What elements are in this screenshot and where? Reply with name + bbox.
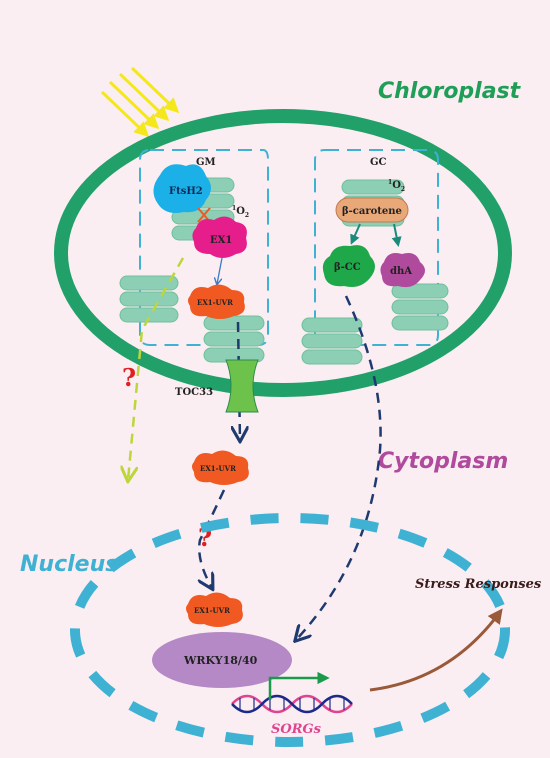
nuclear-envelope xyxy=(70,513,510,747)
ex1-uvr-nucleus: EX1-UVR xyxy=(186,592,243,627)
chloroplast-label: Chloroplast xyxy=(378,79,522,104)
ftsh2-protein: FtsH2 xyxy=(153,164,211,213)
cytoplasm-label: Cytoplasm xyxy=(378,449,508,474)
singlet-oxygen-gm: 1O2 xyxy=(232,205,249,219)
bcc-signal-arrow xyxy=(296,295,382,640)
carotene-to-bcc-arrow xyxy=(350,223,361,245)
thylakoid-stack xyxy=(119,275,179,323)
transcription-start-arrow xyxy=(268,671,330,700)
ex1-cleavage-arrow xyxy=(217,257,223,284)
ex1-label: EX1 xyxy=(210,235,232,246)
dha-label: dhA xyxy=(390,266,412,277)
sorgs-label: SORGs xyxy=(271,722,322,737)
stress-response-arrow xyxy=(369,608,503,692)
toc33-label: TOC33 xyxy=(175,387,213,398)
chloroplast-envelope xyxy=(54,109,512,397)
toc33-protein: TOC33 xyxy=(175,359,259,413)
wrky-protein: WRKY18/40 xyxy=(152,632,292,688)
dha: dhA xyxy=(380,253,425,288)
unknown-mark-cytoplasm: ? xyxy=(122,363,136,392)
ex1-uvr-chloroplast: EX1-UVR xyxy=(188,284,245,319)
ex1-protein: EX1 xyxy=(192,216,247,258)
singlet-oxygen-gc: 1O2 xyxy=(388,179,405,193)
sunlight-rays-icon xyxy=(100,66,180,138)
gc-label: GC xyxy=(370,157,387,168)
ex1-uvr-import-arrow xyxy=(199,489,226,588)
nucleus-label: Nucleus xyxy=(20,552,118,577)
thylakoid-stack xyxy=(203,315,265,363)
beta-cc: β-CC xyxy=(322,245,375,287)
gm-label: GM xyxy=(196,157,216,168)
wrky-label: WRKY18/40 xyxy=(183,654,258,667)
thylakoid-stack xyxy=(391,283,449,331)
gc-compartment xyxy=(314,149,439,346)
beta-carotene: β-carotene xyxy=(335,197,409,223)
ex1-uvr-cytoplasm-label: EX1-UVR xyxy=(200,464,236,473)
stress-responses-label: Stress Responses xyxy=(415,577,542,592)
dna-helix-icon xyxy=(231,694,353,714)
thylakoid-stack xyxy=(301,317,363,365)
beta-carotene-label: β-carotene xyxy=(342,206,402,217)
carotene-to-dha-arrow xyxy=(391,223,402,247)
ex1-uvr-chloroplast-label: EX1-UVR xyxy=(197,298,233,307)
beta-cc-label: β-CC xyxy=(334,262,361,273)
ftsh2-label: FtsH2 xyxy=(169,186,203,197)
ex1-uvr-nucleus-label: EX1-UVR xyxy=(194,606,230,615)
ex1-uvr-cytoplasm: EX1-UVR xyxy=(192,450,249,485)
